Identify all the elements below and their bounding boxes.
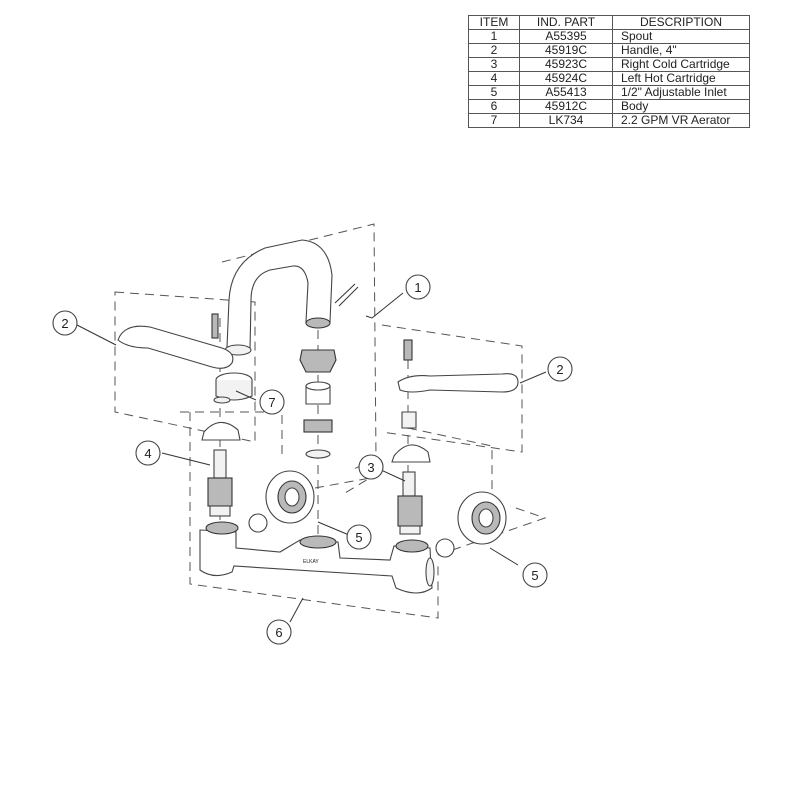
svg-text:5: 5 [355,530,362,545]
right-adjustable-inlet [435,491,507,558]
svg-text:1: 1 [414,280,421,295]
callout-5-center: 5 [346,524,372,550]
svg-text:2: 2 [556,362,563,377]
table-row: 2 45919C Handle, 4" [468,43,750,58]
svg-text:5: 5 [531,568,538,583]
callout-7: 7 [259,389,285,415]
part-cell: 45912C [519,99,613,114]
description-cell: 1/2" Adjustable Inlet [612,85,750,100]
faucet-body: ELKAY [199,521,435,594]
right-handle [397,339,519,429]
spout [224,239,359,356]
callout-5-right: 5 [522,562,548,588]
left-hot-cartridge [201,421,241,517]
right-cold-cartridge [391,444,431,535]
callout-6: 6 [266,619,292,645]
left-handle [117,313,253,404]
table-row: 7 LK734 2.2 GPM VR Aerator [468,113,750,128]
description-cell: 2.2 GPM VR Aerator [612,113,750,128]
callout-2-left: 2 [52,310,78,336]
part-cell: LK734 [519,113,613,128]
table-row: 5 A55413 1/2" Adjustable Inlet [468,85,750,100]
table-row: 6 45912C Body [468,99,750,114]
svg-text:2: 2 [61,316,68,331]
center-aerator-stack [299,349,337,459]
callout-leaders [76,292,547,623]
svg-text:4: 4 [144,446,151,461]
table-row: 3 45923C Right Cold Cartridge [468,57,750,72]
parts-table: ITEM IND. PART DESCRIPTION 1 A55395 Spou… [468,15,750,128]
description-cell: Handle, 4" [612,43,750,58]
description-cell: Left Hot Cartridge [612,71,750,86]
svg-text:6: 6 [275,625,282,640]
callout-3: 3 [358,454,384,480]
callout-1: 1 [405,274,431,300]
left-adjustable-inlet [248,470,315,533]
svg-text:3: 3 [367,460,374,475]
body-marking: ELKAY [303,559,319,565]
callout-2-right: 2 [547,356,573,382]
svg-text:7: 7 [268,395,275,410]
callout-4: 4 [135,440,161,466]
